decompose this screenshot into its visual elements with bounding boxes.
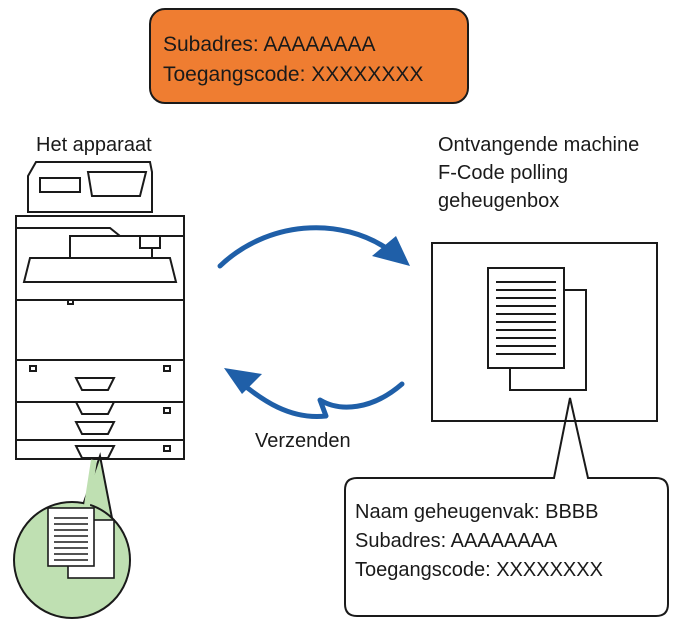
device-label: Het apparaat (36, 134, 152, 156)
receiver-line-1: Ontvangende machine (438, 134, 640, 156)
memory-box-access-code: Toegangscode: XXXXXXXX (355, 559, 603, 581)
memory-box-subaddress: Subadres: AAAAAAAA (355, 530, 558, 552)
request-arrow-icon (217, 225, 410, 269)
memory-box-name: Naam geheugenvak: BBBB (355, 501, 599, 523)
receiver-line-2: F-Code polling (438, 162, 569, 184)
mfp-device-icon (15, 161, 185, 460)
send-label: Verzenden (255, 430, 351, 452)
sender-access-code: Toegangscode: XXXXXXXX (163, 63, 424, 86)
send-arrow-icon (224, 368, 405, 420)
document-stack-icon (47, 507, 115, 579)
sender-subaddress: Subadres: AAAAAAAA (163, 33, 376, 56)
receiver-document-icon (487, 267, 587, 391)
sender-document-bubble (13, 452, 131, 619)
receiver-label: Ontvangende machine F-Code polling geheu… (438, 131, 639, 215)
sender-credentials-box: Subadres: AAAAAAAA Toegangscode: XXXXXXX… (149, 8, 469, 104)
memory-box-callout (344, 397, 669, 617)
callout-text: Naam geheugenvak: BBBB Subadres: AAAAAAA… (355, 498, 603, 585)
receiver-line-3: geheugenbox (438, 190, 560, 212)
receiver-panel (431, 242, 658, 422)
